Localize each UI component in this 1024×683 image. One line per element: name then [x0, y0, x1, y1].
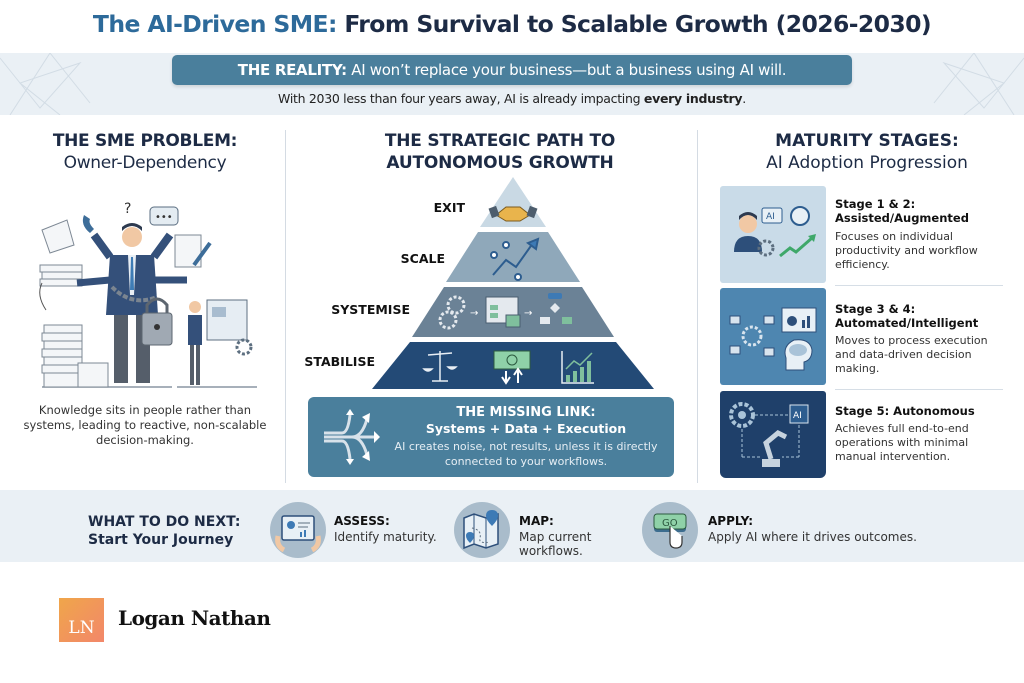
map-label: MAP: — [519, 514, 554, 528]
reality-sub-bold: every industry — [643, 91, 743, 106]
assess-step-icon-circle — [270, 502, 326, 558]
next-title-line2: Start Your Journey — [88, 532, 234, 548]
svg-text:?: ? — [124, 201, 131, 217]
stage-3-4-title: Stage 3 & 4: Automated/Intelligent — [835, 302, 978, 330]
paper-stack-icon — [39, 219, 109, 388]
page-title: The AI-Driven SME: From Survival to Scal… — [0, 10, 1024, 38]
svg-text:•••: ••• — [155, 212, 173, 223]
chat-bubble-icon — [149, 206, 179, 226]
pyramid-level-scale — [446, 232, 580, 282]
title-rest: From Survival to Scalable Growth (2026-2… — [336, 10, 932, 38]
maturity-subtitle: AI Adoption Progression — [766, 153, 968, 173]
problem-title: THE SME PROBLEM: — [52, 131, 238, 151]
svg-text:→: → — [524, 308, 532, 319]
growth-pyramid: → → — [372, 177, 654, 389]
stage-1-2-title: Stage 1 & 2: Assisted/Augmented — [835, 197, 969, 225]
svg-text:→: → — [470, 308, 478, 319]
growth-network-icon — [490, 237, 540, 281]
reality-sub-text: With 2030 less than four years away, AI … — [278, 91, 644, 106]
money-flow-icon — [493, 350, 531, 385]
problem-heading: THE SME PROBLEM: Owner-Dependency — [15, 130, 275, 174]
stage-3-4-title-line2: Automated/Intelligent — [835, 316, 979, 330]
apply-label: APPLY: — [708, 514, 754, 528]
reality-banner: THE REALITY: AI won’t replace your busin… — [172, 55, 852, 85]
pyramid-label-scale: SCALE — [400, 251, 445, 266]
map-step-icon-circle — [454, 502, 510, 558]
bar-chart-up-icon — [561, 351, 594, 384]
stage-5-title: Stage 5: Autonomous — [835, 404, 975, 418]
stage-5-description: Achieves full end-to-end operations with… — [835, 422, 969, 463]
stage-3-4-description: Moves to process execution and data-driv… — [835, 334, 988, 375]
reality-label: THE REALITY: — [237, 61, 347, 79]
next-steps-heading: WHAT TO DO NEXT: Start Your Journey — [88, 513, 241, 549]
overwhelmed-owner-illustration: ? ••• — [39, 201, 257, 388]
maturity-heading: MATURITY STAGES: AI Adoption Progression — [712, 130, 1022, 174]
path-heading: THE STRATEGIC PATH TO AUTONOMOUS GROWTH — [310, 130, 690, 174]
missing-link-title: THE MISSING LINK: — [456, 405, 596, 420]
stage-1-2-title-line1: Stage 1 & 2: — [835, 197, 916, 211]
balance-scale-icon — [422, 351, 458, 382]
brand-name: Logan Nathan — [118, 606, 271, 630]
stage-1-2-image: AI — [720, 186, 826, 283]
maturity-title: MATURITY STAGES: — [775, 131, 959, 151]
pyramid-label-systemise: SYSTEMISE — [331, 302, 410, 317]
reality-sub-end: . — [742, 91, 746, 106]
path-title-line2: AUTONOMOUS GROWTH — [386, 153, 614, 173]
stage-separator — [835, 285, 1003, 286]
reality-band: THE REALITY: AI won’t replace your busin… — [0, 53, 1024, 115]
missing-link-description: AI creates noise, not results, unless it… — [394, 440, 658, 468]
missing-link-box: THE MISSING LINK: Systems + Data + Execu… — [308, 397, 674, 477]
brand-logo: LN — [59, 598, 104, 642]
stage-5-image: AI — [720, 391, 826, 478]
person-ai-assistant-icon: AI — [734, 206, 816, 258]
go-button-icon: GO — [653, 513, 687, 549]
reality-message: AI won’t replace your business—but a bus… — [346, 61, 787, 79]
brand-initials: LN — [68, 618, 95, 638]
problem-description: Knowledge sits in people rather than sys… — [23, 403, 267, 447]
stage-3-4-title-line1: Stage 3 & 4: — [835, 302, 916, 316]
stage-1-2-description: Focuses on individual productivity and w… — [835, 230, 978, 271]
svg-text:AI: AI — [793, 411, 802, 421]
assess-label: ASSESS: — [334, 514, 390, 528]
next-steps-band — [0, 490, 1024, 562]
tablet-dashboard-icon — [275, 515, 321, 553]
phone-icon — [82, 215, 94, 233]
pyramid-label-stabilise: STABILISE — [304, 354, 375, 369]
reality-subtext: With 2030 less than four years away, AI … — [0, 91, 1024, 106]
missing-link-subtitle: Systems + Data + Execution — [425, 421, 627, 436]
workflow-process-icon: → → — [438, 293, 572, 330]
map-pin-icon — [463, 510, 499, 550]
geometric-pattern-right-icon — [933, 53, 1024, 115]
apply-description: Apply AI where it drives outcomes. — [708, 530, 917, 544]
geometric-pattern-left-icon — [0, 53, 91, 115]
handshake-icon — [488, 205, 538, 222]
stage-3-4-image — [720, 288, 826, 385]
stage-separator — [835, 389, 1003, 390]
problem-subtitle: Owner-Dependency — [63, 153, 227, 173]
pyramid-label-exit: EXIT — [433, 200, 465, 215]
svg-text:AI: AI — [766, 212, 775, 222]
next-title-line1: WHAT TO DO NEXT: — [88, 514, 241, 530]
stage-1-2-title-line2: Assisted/Augmented — [835, 211, 969, 225]
svg-text:GO: GO — [662, 518, 678, 529]
apply-step-icon-circle: GO — [642, 502, 698, 558]
diverging-arrows-icon — [324, 409, 380, 465]
automation-brain-icon — [729, 307, 817, 371]
column-divider-right — [697, 130, 698, 483]
gear-icon — [235, 338, 253, 356]
path-title-line1: THE STRATEGIC PATH TO — [384, 131, 616, 151]
title-accent: The AI-Driven SME: — [92, 10, 337, 38]
column-divider-left — [285, 130, 286, 483]
robot-arm-ai-chip-icon: AI — [729, 402, 809, 467]
assess-description: Identify maturity. — [334, 530, 437, 544]
map-description: Map current workflows. — [519, 530, 592, 558]
